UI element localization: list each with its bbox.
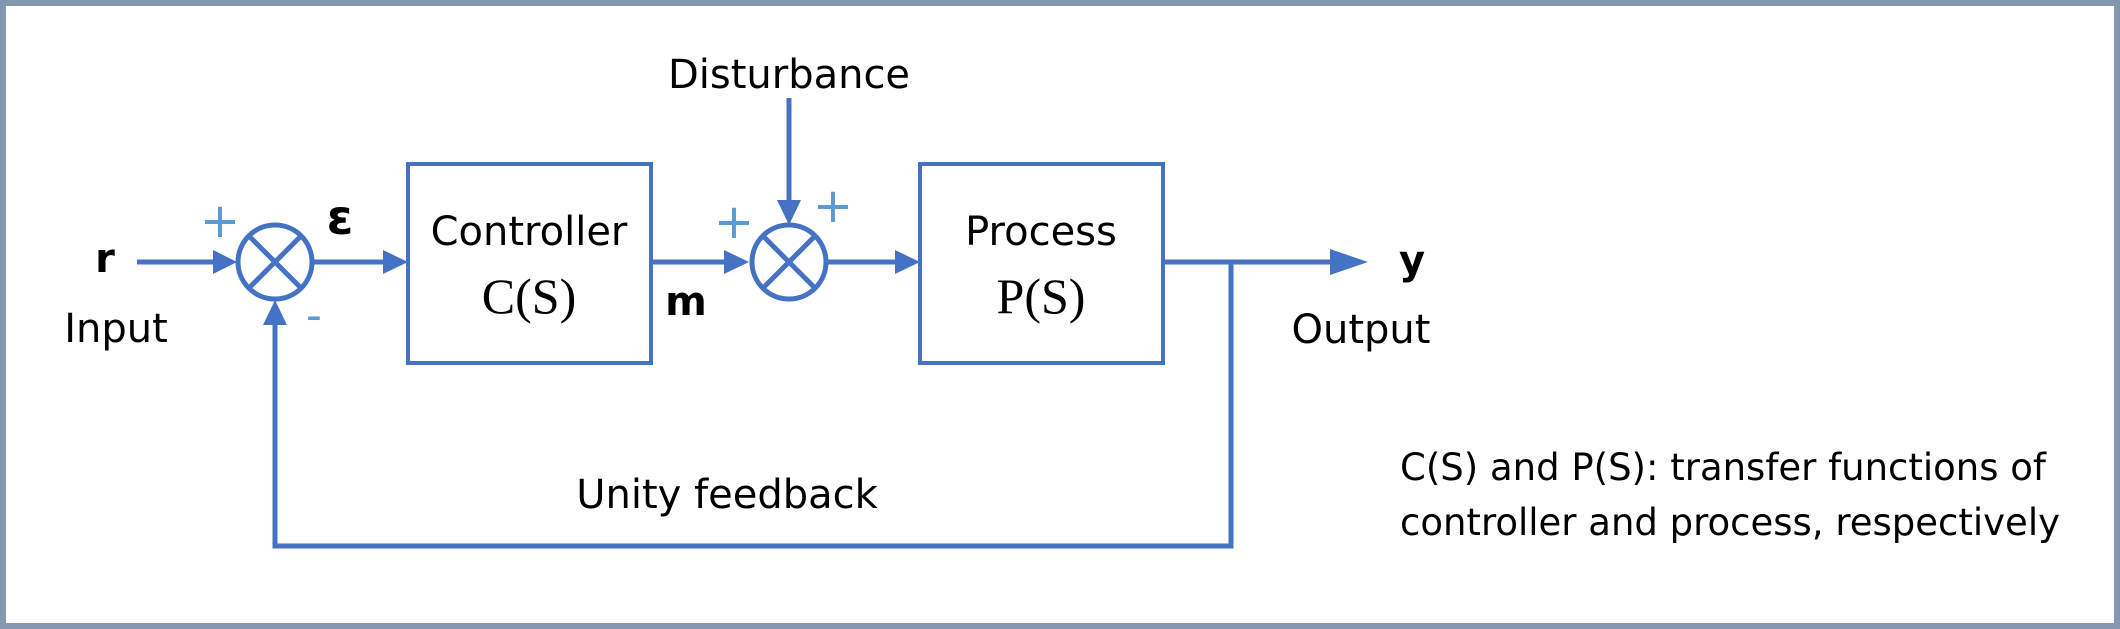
input-symbol: r xyxy=(95,236,115,282)
feedback-path xyxy=(272,262,1234,549)
sum2-right-plus-sign: + xyxy=(813,178,853,234)
error-arrowhead xyxy=(383,250,408,274)
controller-transfer-function: C(S) xyxy=(482,268,576,324)
output-arrowhead xyxy=(1330,249,1368,275)
sum2-left-plus-sign: + xyxy=(714,194,754,250)
process-transfer-function: P(S) xyxy=(997,268,1086,324)
note-line-1: C(S) and P(S): transfer functions of xyxy=(1400,446,2047,489)
note-line-2: controller and process, respectively xyxy=(1400,501,2060,544)
disturbance-arrowhead xyxy=(777,200,801,225)
output-symbol: y xyxy=(1399,238,1425,284)
feedback-arrowhead xyxy=(263,300,287,325)
output-label: Output xyxy=(1292,307,1431,353)
input-arrowhead xyxy=(213,250,237,274)
process-title: Process xyxy=(965,209,1117,255)
manipulated-signal-symbol: m xyxy=(665,279,707,325)
process-block xyxy=(918,162,1165,365)
controller-block xyxy=(406,162,653,365)
sum1-minus-sign: - xyxy=(306,290,322,341)
input-label: Input xyxy=(64,306,168,352)
disturbance-label: Disturbance xyxy=(668,52,910,98)
sum2-output-arrowhead xyxy=(895,250,920,274)
controller-title: Controller xyxy=(431,209,628,255)
controller-output-arrowhead xyxy=(724,250,749,274)
summing-junction-2 xyxy=(749,222,829,302)
sum1-plus-sign: + xyxy=(200,193,240,249)
error-symbol: ε xyxy=(327,190,354,246)
feedback-label: Unity feedback xyxy=(576,472,878,518)
summing-junction-1 xyxy=(235,222,315,302)
